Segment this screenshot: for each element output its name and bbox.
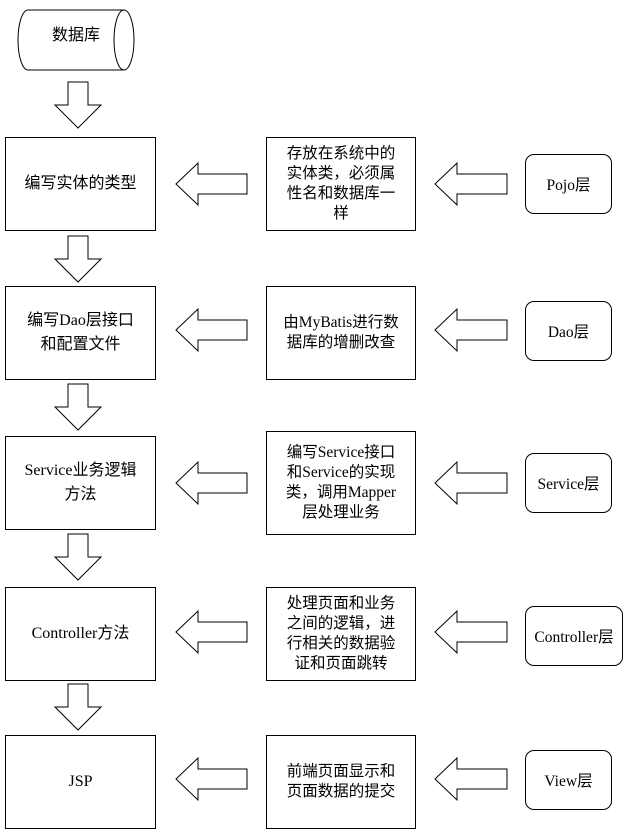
left-arrow: [434, 307, 508, 353]
step-controller-method: Controller方法: [5, 587, 156, 681]
step-entity-type: 编写实体的类型: [5, 137, 156, 231]
desc-view: 前端页面显示和 页面数据的提交: [266, 735, 416, 829]
layer-dao: Dao层: [525, 301, 612, 361]
desc-pojo: 存放在系统中的 实体类，必须属 性名和数据库一 样: [266, 137, 416, 231]
down-arrow: [53, 81, 103, 129]
down-arrow: [53, 383, 103, 431]
desc-controller: 处理页面和业务 之间的逻辑，进 行相关的数据验 证和页面跳转: [266, 587, 416, 681]
left-arrow: [175, 460, 248, 506]
step-service-method: Service业务逻辑 方法: [5, 436, 156, 530]
step-dao-interface: 编写Dao层接口 和配置文件: [5, 286, 156, 380]
left-arrow: [434, 609, 508, 655]
layer-controller: Controller层: [525, 606, 623, 666]
left-arrow: [434, 161, 508, 207]
left-arrow: [434, 460, 508, 506]
down-arrow: [53, 235, 103, 283]
down-arrow: [53, 683, 103, 731]
left-arrow: [434, 756, 508, 802]
left-arrow: [175, 609, 248, 655]
layer-pojo: Pojo层: [525, 154, 612, 214]
database-cylinder-icon: [17, 9, 135, 71]
step-jsp: JSP: [5, 735, 156, 829]
layer-service: Service层: [525, 453, 612, 513]
desc-service: 编写Service接口 和Service的实现 类，调用Mapper 层处理业务: [266, 431, 416, 535]
down-arrow: [53, 533, 103, 581]
left-arrow: [175, 756, 248, 802]
left-arrow: [175, 161, 248, 207]
left-arrow: [175, 307, 248, 353]
layer-view: View层: [525, 750, 612, 810]
database-label: 数据库: [51, 27, 100, 44]
desc-dao: 由MyBatis进行数 据库的增删改查: [266, 286, 416, 380]
